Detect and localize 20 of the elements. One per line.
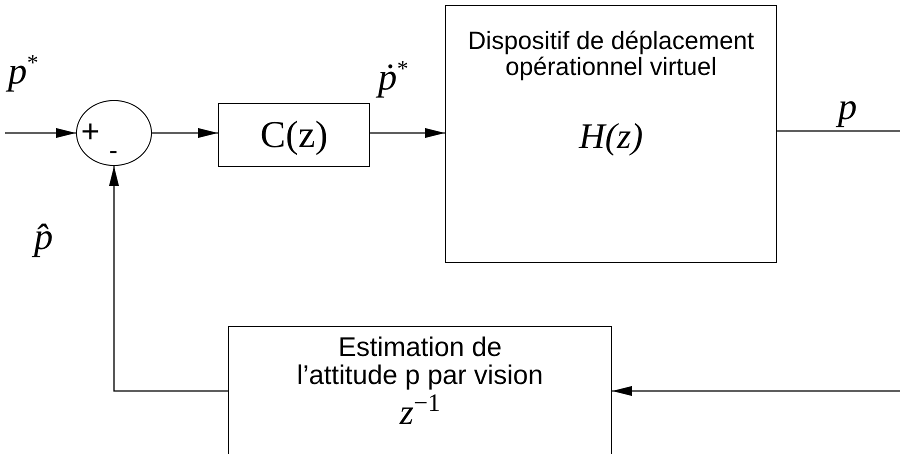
signal-label: p (838, 88, 857, 126)
estimator-block (228, 326, 612, 454)
block-description: Estimation de l’attitude p par vision (296, 333, 544, 390)
signal-arrow (612, 386, 900, 396)
transfer-function: H(z) (579, 116, 643, 156)
transfer-function: C(z) (260, 116, 328, 154)
transfer-function: z$^{−1}$ (400, 390, 440, 432)
signal-label: ṗ$^{*}$ (378, 58, 408, 97)
block-description: Dispositif de déplacement opérationnel virtuel (466, 28, 756, 80)
plant-block (445, 5, 777, 263)
signal-arrow (152, 128, 218, 138)
signal-arrow (109, 166, 228, 392)
signal-label: p$^{*}$ (8, 52, 38, 91)
plus-sign: + (81, 115, 100, 147)
signal-arrow (370, 128, 445, 138)
signal-label: p̂ (34, 218, 53, 256)
minus-sign: - (109, 137, 118, 163)
signal-arrow (5, 128, 76, 138)
controller-block (218, 103, 370, 167)
summing-junction (76, 100, 152, 166)
